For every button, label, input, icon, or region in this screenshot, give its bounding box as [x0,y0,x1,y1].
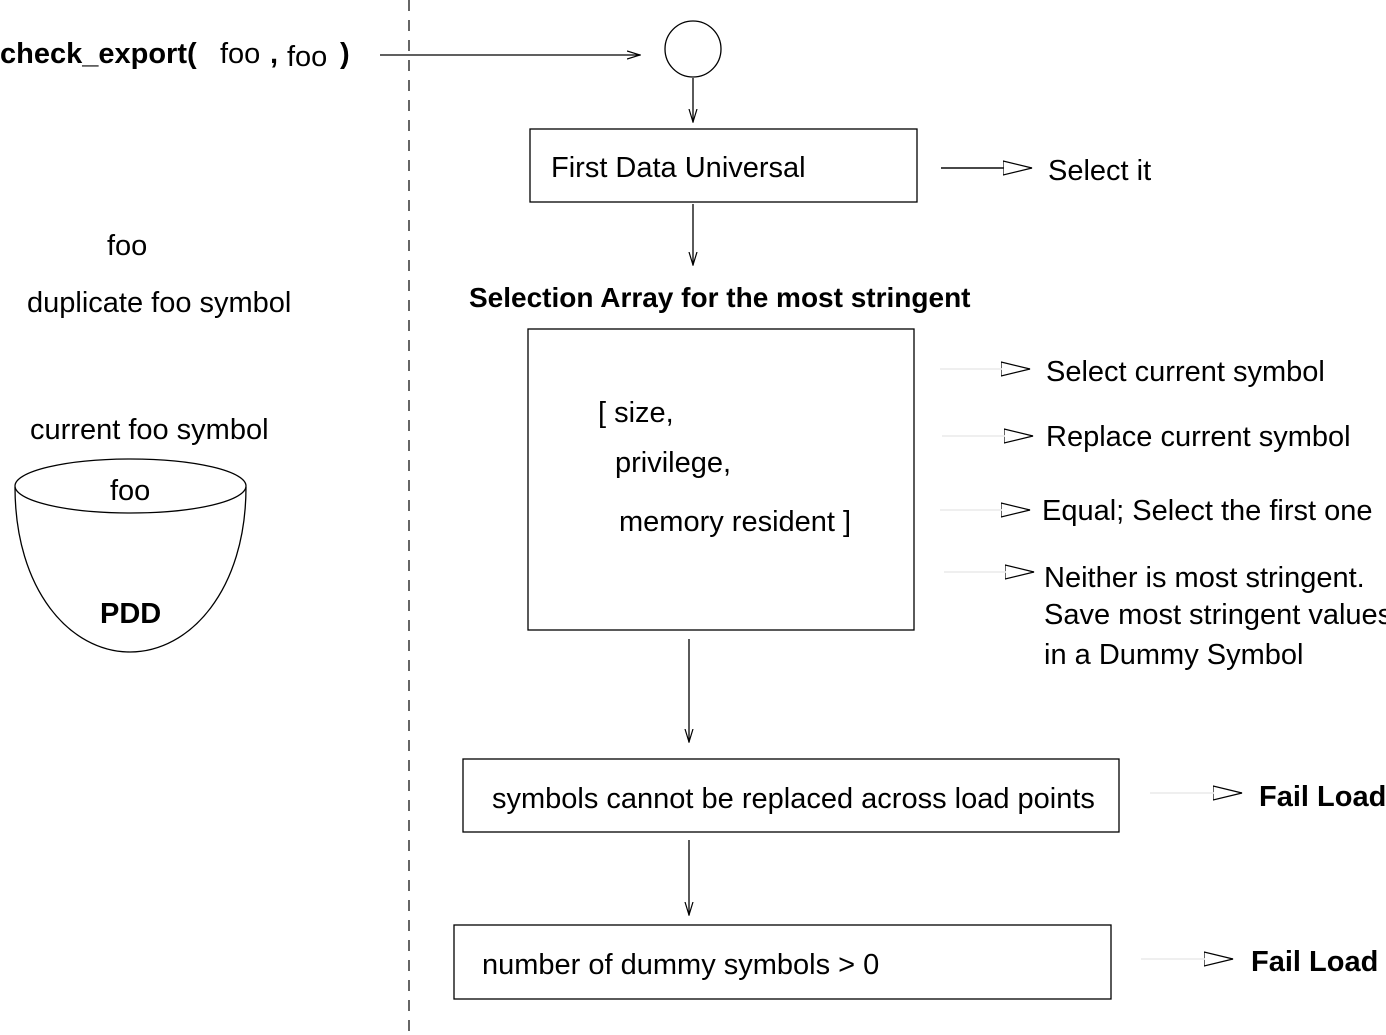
outcome-select-current: Select current symbol [1046,356,1325,388]
call-arg-1: foo [220,38,260,70]
first-box-label: First Data Universal [551,152,806,184]
left-foo-label: foo [107,230,147,262]
outcome-replace-current: Replace current symbol [1046,421,1351,453]
load-points-check-label: symbols cannot be replaced across load p… [492,783,1095,815]
outcome-equal-select-first: Equal; Select the first one [1042,495,1372,527]
outcome-neither-line-3: in a Dummy Symbol [1044,639,1303,671]
call-function-name: check_export( [0,38,197,70]
selection-heading: Selection Array for the most stringent [469,282,971,313]
outcome-neither-line-1: Neither is most stringent. [1044,562,1365,594]
selection-criteria-privilege: privilege, [615,447,731,479]
outcome-neither-line-2: Save most stringent values [1044,599,1386,631]
duplicate-symbol-label: duplicate foo symbol [27,287,291,319]
call-arg-2: foo [287,41,327,73]
check1-result: Fail Load [1259,781,1386,813]
call-comma: , [270,38,278,70]
selection-criteria-size: [ size, [598,397,674,429]
first-data-universal-box [529,128,918,203]
pdd-bowl [14,486,247,653]
selection-array-box [527,328,915,631]
pdd-bowl-rim [14,458,247,514]
selection-criteria-memory: memory resident ] [619,506,851,538]
dummy-symbols-check-label: number of dummy symbols > 0 [482,949,879,981]
check2-result: Fail Load [1251,946,1378,978]
pdd-bowl-foo: foo [110,475,150,507]
current-symbol-label: current foo symbol [30,414,269,446]
first-box-result: Select it [1048,155,1151,187]
call-close-paren: ) [340,38,350,70]
start-circle [664,20,722,78]
pdd-label: PDD [100,598,161,630]
load-points-check-box [462,758,1120,833]
dummy-symbols-check-box [453,924,1112,1000]
